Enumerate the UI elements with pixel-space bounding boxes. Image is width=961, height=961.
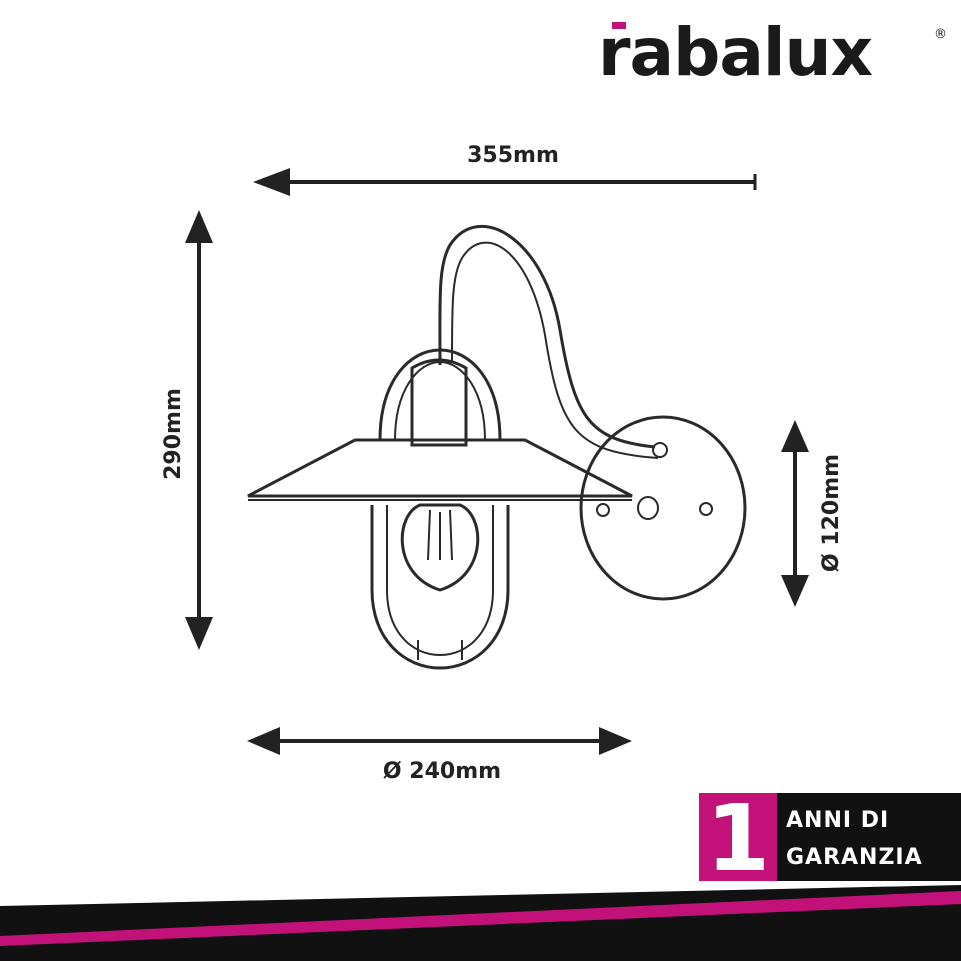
arrow-down-icon — [185, 617, 213, 650]
lamp-shade — [247, 438, 633, 498]
base-screw-small — [699, 502, 713, 516]
footer-stripes — [0, 885, 961, 961]
logo-accent-mark — [612, 22, 626, 29]
shade-diameter-label: Ø 240mm — [383, 759, 501, 784]
arrow-down-icon — [781, 575, 809, 607]
cage-bottom — [370, 505, 510, 670]
warranty-years: 1 — [706, 785, 770, 892]
height-label: 290mm — [161, 388, 186, 480]
wall-lamp-drawing — [247, 224, 747, 670]
arm-mount — [652, 442, 668, 458]
arrow-left-icon — [247, 727, 280, 755]
cage-bars — [417, 640, 463, 660]
base-diameter-dimension: Ø 120mm — [781, 420, 844, 607]
warranty-badge: 1 ANNI DI GARANZIA — [699, 785, 961, 892]
arrow-up-icon — [781, 420, 809, 452]
warranty-line-1: ANNI DI — [786, 808, 889, 833]
light-bulb — [400, 503, 480, 592]
cage-top-inner — [394, 360, 486, 441]
base-diameter-label: Ø 120mm — [819, 454, 844, 572]
wall-base-plate — [579, 415, 747, 601]
cage-top — [378, 348, 502, 441]
shade-diameter-dimension: Ø 240mm — [247, 727, 632, 784]
warranty-text-bg — [777, 793, 961, 881]
width-label: 355mm — [467, 143, 559, 168]
bulb-filament — [427, 509, 453, 561]
arrow-left-icon — [253, 168, 290, 196]
arrow-right-icon — [599, 727, 632, 755]
width-dimension: 355mm — [253, 143, 757, 196]
arrow-up-icon — [185, 210, 213, 243]
cage-bottom-inner — [386, 505, 494, 657]
base-screw — [637, 496, 659, 520]
height-dimension: 290mm — [161, 210, 213, 650]
base-screw-small — [596, 503, 610, 517]
bulb-holder — [410, 358, 468, 447]
footer-magenta-stripe — [0, 891, 961, 946]
brand-logo: rabalux ® — [598, 14, 947, 91]
registered-mark: ® — [934, 27, 947, 42]
warranty-line-2: GARANZIA — [786, 845, 923, 870]
lamp-arm-inner — [451, 241, 659, 459]
warranty-number-bg — [699, 793, 777, 881]
brand-logo-text: rabalux — [598, 14, 872, 91]
lamp-arm-outer — [438, 224, 656, 449]
